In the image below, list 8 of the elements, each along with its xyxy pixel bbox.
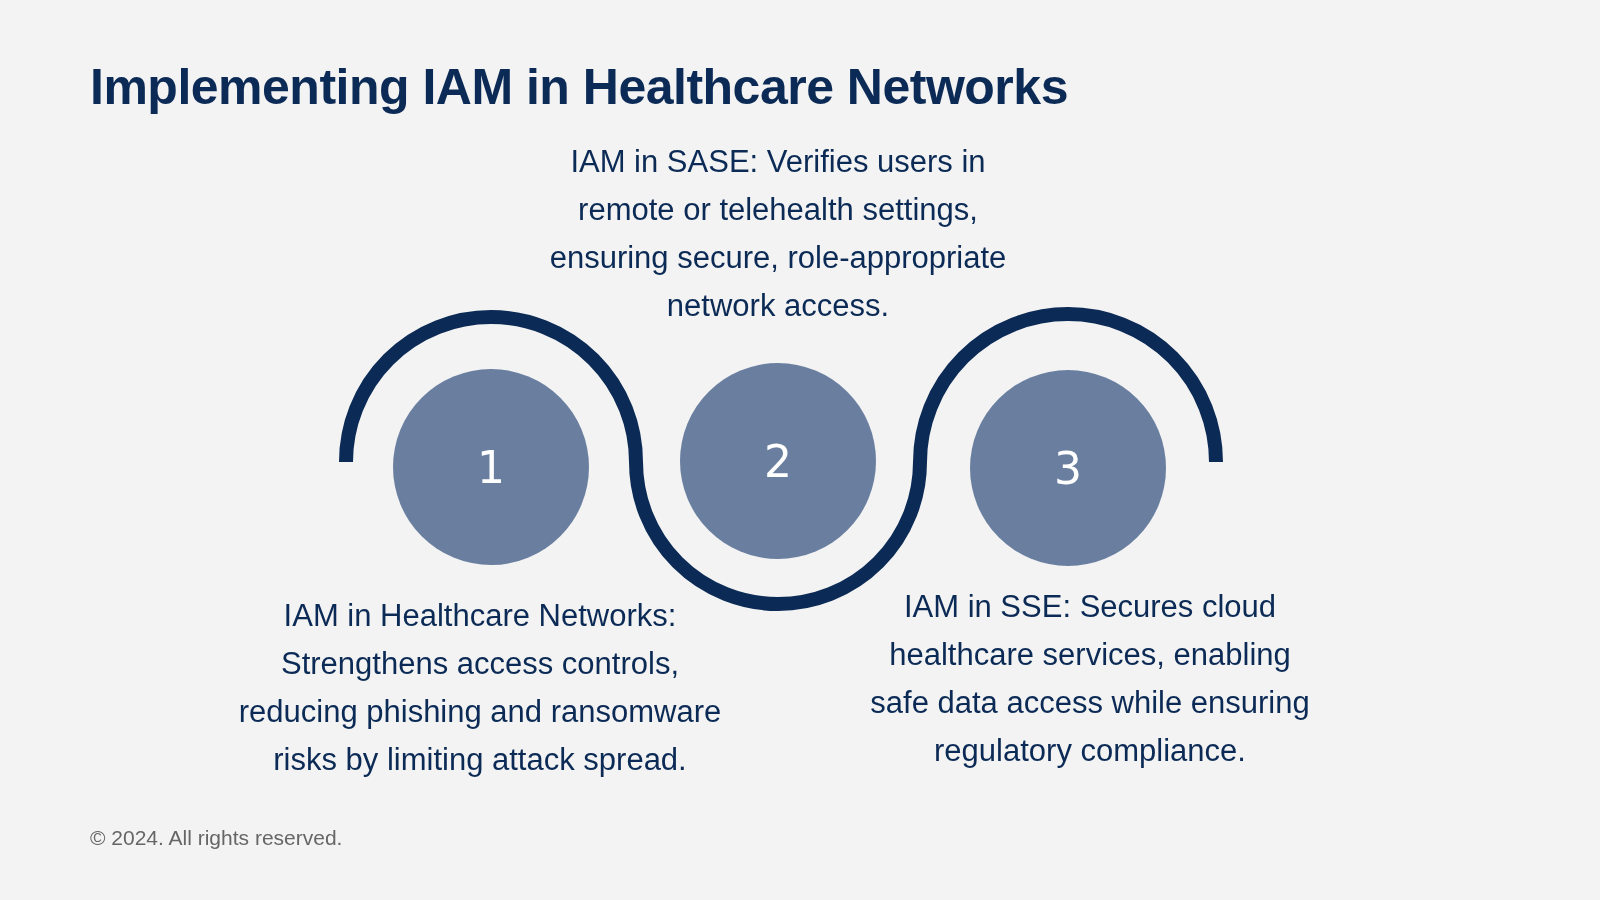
step-number: 3 (1054, 442, 1082, 494)
step-description: IAM in SSE: Secures cloud healthcare services, enabling safe data access while ensuring regulatory compliance. (870, 588, 1310, 770)
step-number: 1 (477, 441, 505, 493)
step-description: IAM in SASE: Verifies users in remote or telehealth settings, ensuring secure, role-appropriate network access. (548, 143, 1008, 325)
step-number: 2 (764, 435, 792, 487)
copyright-note: © 2024. All rights reserved. (90, 826, 343, 850)
step-description: IAM in Healthcare Networks: Strengthens access controls, reducing phishing and ransomware risks by limiting attack spread. (237, 597, 723, 779)
title: Implementing IAM in Healthcare Networks (90, 58, 1068, 116)
